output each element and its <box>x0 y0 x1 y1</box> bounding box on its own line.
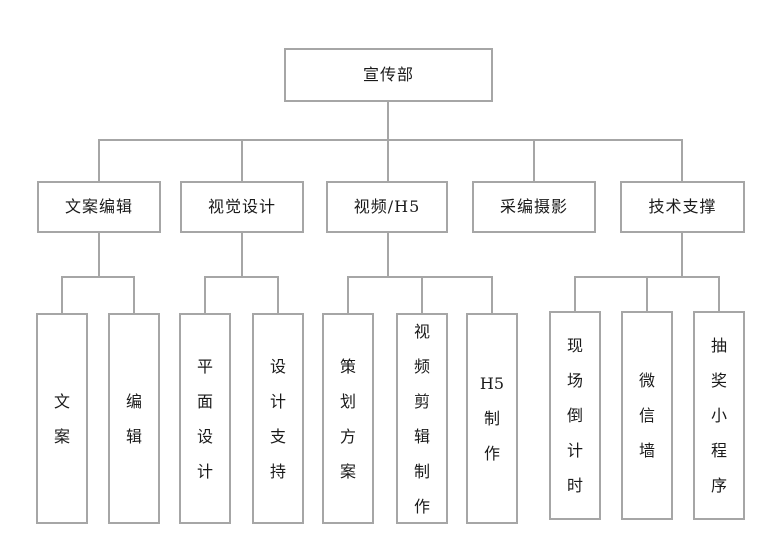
connector-drop-visual-design <box>241 139 243 181</box>
wechat-wall-label: 微 信 墙 <box>638 371 655 460</box>
connector-drop-copywriting <box>61 276 63 313</box>
connector-drop-countdown <box>574 276 576 313</box>
connector-drop-copy-editing <box>98 139 100 181</box>
connector-drop-video-editing <box>421 276 423 313</box>
dept-visual-design-label: 视觉设计 <box>207 197 276 217</box>
box-dept-copy-editing: 文案编辑 <box>37 181 161 233</box>
box-video-editing-production: 视 频 剪 辑 制 作 <box>396 313 448 524</box>
box-editing: 编 辑 <box>108 313 160 524</box>
connector-copy-editing-bus <box>61 276 135 278</box>
video-editing-production-label: 视 频 剪 辑 制 作 <box>413 321 430 516</box>
copywriting-label: 文 案 <box>53 391 70 446</box>
connector-drop-editing <box>133 276 135 313</box>
box-planning-proposal: 策 划 方 案 <box>322 313 374 524</box>
dept-photography-label: 采编摄影 <box>499 197 568 217</box>
connector-visual-design-stem <box>241 233 243 277</box>
box-dept-tech-support: 技术支撑 <box>620 181 745 233</box>
box-onsite-countdown: 现 场 倒 计 时 <box>549 311 601 520</box>
box-copywriting: 文 案 <box>36 313 88 524</box>
planning-proposal-label: 策 划 方 案 <box>339 356 356 481</box>
dept-video-h5-label: 视频/H5 <box>353 197 421 217</box>
box-h5-production: H5 制 作 <box>466 313 518 524</box>
root-department-label: 宣传部 <box>362 65 414 85</box>
connector-drop-lottery <box>718 276 720 313</box>
connector-drop-planning <box>347 276 349 313</box>
connector-drop-h5-production <box>491 276 493 313</box>
connector-level2-bus <box>98 139 683 141</box>
design-support-label: 设 计 支 持 <box>269 356 286 481</box>
h5-production-label: H5 制 作 <box>479 374 505 463</box>
onsite-countdown-label: 现 场 倒 计 时 <box>566 336 583 495</box>
lottery-mini-program-label: 抽 奖 小 程 序 <box>710 336 727 495</box>
box-dept-visual-design: 视觉设计 <box>180 181 304 233</box>
connector-drop-wechat-wall <box>646 276 648 313</box>
box-wechat-wall: 微 信 墙 <box>621 311 673 520</box>
dept-copy-editing-label: 文案编辑 <box>64 197 133 217</box>
editing-label: 编 辑 <box>125 391 142 446</box>
connector-video-h5-bus <box>347 276 493 278</box>
connector-root-drop <box>387 102 389 140</box>
dept-tech-support-label: 技术支撑 <box>648 197 717 217</box>
box-lottery-mini-program: 抽 奖 小 程 序 <box>693 311 745 520</box>
graphic-design-label: 平 面 设 计 <box>196 356 213 481</box>
connector-copy-editing-stem <box>98 233 100 277</box>
connector-drop-photography <box>533 139 535 181</box>
box-design-support: 设 计 支 持 <box>252 313 304 524</box>
connector-drop-graphic-design <box>204 276 206 313</box>
connector-drop-tech-support <box>681 139 683 181</box>
connector-drop-video-h5 <box>387 139 389 181</box>
connector-video-h5-stem <box>387 233 389 277</box>
connector-tech-support-stem <box>681 233 683 277</box>
connector-drop-design-support <box>277 276 279 313</box>
box-root-department: 宣传部 <box>284 48 493 102</box>
box-graphic-design: 平 面 设 计 <box>179 313 231 524</box>
box-dept-photography: 采编摄影 <box>472 181 596 233</box>
box-dept-video-h5: 视频/H5 <box>326 181 448 233</box>
connector-visual-design-bus <box>204 276 279 278</box>
